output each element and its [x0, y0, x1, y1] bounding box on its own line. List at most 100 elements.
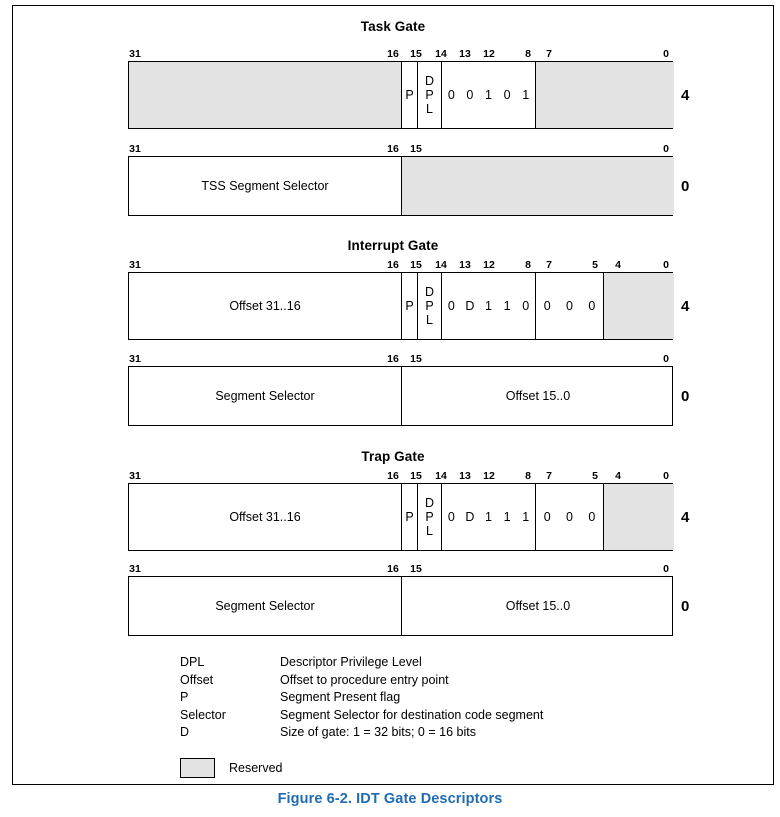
field-offset-low: Offset 15..0	[402, 367, 674, 425]
bit-label-16: 16	[387, 353, 399, 365]
bit-label-4: 4	[615, 259, 621, 271]
field-segment-selector: Segment Selector	[129, 367, 402, 425]
reserved-label: Reserved	[229, 761, 283, 775]
byte-offset-trap-lower: 0	[681, 598, 690, 615]
field-reserved-high	[129, 62, 402, 128]
bit-label-15: 15	[410, 259, 422, 271]
field-offset-low: Offset 15..0	[402, 577, 674, 635]
field-reserved-low	[604, 273, 674, 339]
field-segment-selector-text: Segment Selector	[215, 389, 315, 403]
figure-caption: Figure 6-2. IDT Gate Descriptors	[277, 791, 503, 807]
legend-description: Size of gate: 1 = 32 bits; 0 = 16 bits	[280, 725, 476, 740]
bit-label-12: 12	[483, 259, 495, 271]
field-p-flag: P	[402, 484, 418, 550]
bit-label-16: 16	[387, 470, 399, 482]
bit-label-16: 16	[387, 48, 399, 60]
bit-ruler-task-row2: 31 16 15 0	[128, 142, 673, 156]
bit-label-15: 15	[410, 143, 422, 155]
register-row-task-lower: TSS Segment Selector	[128, 156, 674, 216]
bit-label-16: 16	[387, 143, 399, 155]
field-p-flag-text: P	[405, 510, 414, 524]
bit-label-12: 12	[483, 48, 495, 60]
bit-ruler-interrupt-row2: 31 16 15 0	[128, 352, 673, 366]
legend-description: Descriptor Privilege Level	[280, 655, 422, 669]
field-segment-selector-text: Segment Selector	[215, 599, 315, 613]
bit-ruler-interrupt-row1: 31 16 15 14 13 12 8 7 5 4 0	[128, 258, 673, 272]
field-offset-low-text: Offset 15..0	[505, 599, 571, 613]
gate-title-trap: Trap Gate	[361, 449, 425, 464]
bit-label-0: 0	[663, 259, 669, 271]
bit-ruler-trap-row2: 31 16 15 0	[128, 562, 673, 576]
bit-label-4: 4	[615, 470, 621, 482]
gate-title-interrupt: Interrupt Gate	[347, 238, 439, 253]
legend-term: Offset	[180, 672, 214, 687]
bit-label-31: 31	[129, 143, 141, 155]
reserved-swatch	[180, 758, 215, 778]
bit-label-31: 31	[129, 48, 141, 60]
bit-label-15: 15	[410, 563, 422, 575]
legend-entry-selector: Selector Segment Selector for destinatio…	[180, 707, 543, 725]
bit-label-31: 31	[129, 563, 141, 575]
bit-label-31: 31	[129, 259, 141, 271]
field-reserved-low	[604, 484, 674, 550]
legend-entry-d: D Size of gate: 1 = 32 bits; 0 = 16 bits	[180, 724, 543, 742]
bit-label-0: 0	[663, 353, 669, 365]
field-tss-segment-selector: TSS Segment Selector	[129, 157, 402, 215]
bit-label-0: 0	[663, 48, 669, 60]
field-offset-high-text: Offset 31..16	[229, 510, 301, 524]
bit-label-14: 14	[435, 259, 447, 271]
bit-label-7: 7	[546, 48, 552, 60]
bit-label-15: 15	[410, 470, 422, 482]
legend-entry-offset: Offset Offset to procedure entry point	[180, 672, 543, 690]
bit-label-5: 5	[592, 470, 598, 482]
bit-label-0: 0	[663, 470, 669, 482]
legend-reserved-row: Reserved	[180, 758, 283, 778]
field-tss-segment-selector-text: TSS Segment Selector	[201, 179, 329, 193]
byte-offset-interrupt-lower: 0	[681, 388, 690, 405]
bit-label-16: 16	[387, 259, 399, 271]
field-reserved-low	[402, 157, 674, 215]
field-p-flag: P	[402, 273, 418, 339]
legend: DPL Descriptor Privilege Level Offset Of…	[180, 654, 543, 742]
byte-offset-trap-upper: 4	[681, 509, 690, 526]
bit-label-31: 31	[129, 470, 141, 482]
legend-entry-p: P Segment Present flag	[180, 689, 543, 707]
register-row-trap-lower: Segment Selector Offset 15..0	[128, 576, 673, 636]
field-p-flag-text: P	[405, 88, 414, 102]
legend-term: P	[180, 690, 189, 705]
legend-description: Segment Selector for destination code se…	[280, 707, 544, 722]
bit-label-14: 14	[435, 470, 447, 482]
bit-label-12: 12	[483, 470, 495, 482]
bit-label-7: 7	[546, 470, 552, 482]
field-p-flag-text: P	[405, 299, 414, 313]
legend-term: D	[180, 725, 190, 740]
bit-label-8: 8	[525, 259, 531, 271]
field-reserved-low	[536, 62, 674, 128]
field-offset-high: Offset 31..16	[129, 484, 402, 550]
bit-ruler-task-row1: 31 16 15 14 13 12 8 7 0	[128, 47, 673, 61]
legend-description: Offset to procedure entry point	[280, 672, 449, 687]
bit-label-16: 16	[387, 563, 399, 575]
legend-term: Selector	[180, 707, 226, 722]
legend-entry-dpl: DPL Descriptor Privilege Level	[180, 654, 543, 672]
gate-title-task: Task Gate	[360, 19, 426, 34]
